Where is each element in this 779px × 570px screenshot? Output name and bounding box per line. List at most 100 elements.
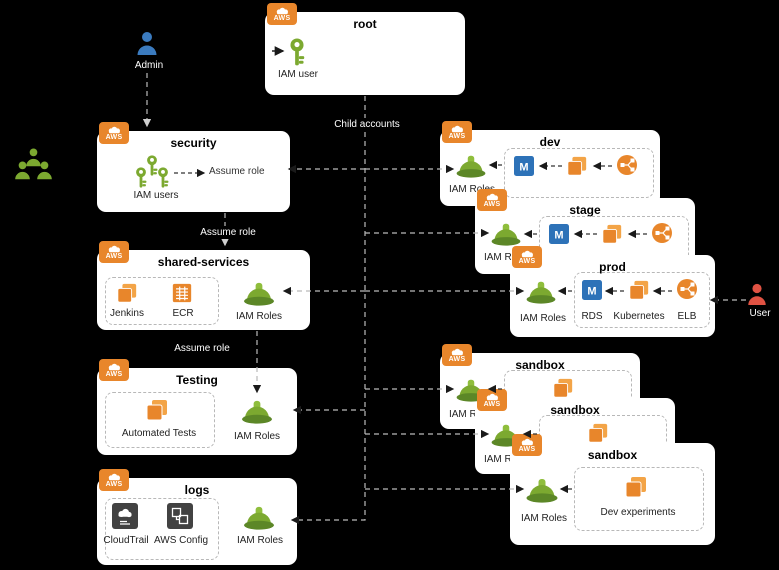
elb-icon <box>676 278 698 300</box>
aws-badge: AWS <box>99 469 129 491</box>
aws-cloud-icon <box>108 473 120 480</box>
aws-badge-label: AWS <box>105 252 123 260</box>
dev-experiments-icon <box>587 422 609 444</box>
ecr-icon <box>171 282 193 304</box>
rds-icon <box>549 224 569 244</box>
admin-user-icon <box>135 30 159 56</box>
aws-badge: AWS <box>99 241 129 263</box>
dev-experiments-icon <box>624 475 648 499</box>
iam-users-label: IAM users <box>133 190 179 201</box>
account-title-prod: prod <box>599 260 626 274</box>
aws-badge: AWS <box>99 359 129 381</box>
assume-role-label-1: Assume role <box>192 226 264 239</box>
services-group-box <box>574 272 710 328</box>
aws-badge-label: AWS <box>448 132 466 140</box>
iam-roles-label: IAM Roles <box>233 431 281 442</box>
iam-users-keys-icon <box>155 167 171 188</box>
services-group-box <box>504 148 654 198</box>
dev-experiments-icon <box>552 377 574 399</box>
services-group-box <box>105 498 219 560</box>
dev-experiments-label: Dev experiments <box>600 507 676 518</box>
account-title-sandbox-1: sandbox <box>515 358 565 372</box>
aws-badge: AWS <box>442 121 472 143</box>
rds-icon <box>582 280 602 300</box>
elb-icon <box>616 154 638 176</box>
aws-cloud-icon <box>486 193 498 200</box>
kubernetes-icon <box>628 279 650 301</box>
ecr-label: ECR <box>172 308 194 319</box>
iam-roles-helmet-icon <box>526 278 556 304</box>
iam-roles-helmet-icon <box>241 397 273 424</box>
iam-roles-label: IAM Roles <box>235 311 283 322</box>
elb-label: ELB <box>677 311 697 322</box>
aws-badge: AWS <box>477 189 507 211</box>
account-card-security: AWS security Assume role IAM users <box>97 122 290 212</box>
jenkins-label: Jenkins <box>110 308 144 319</box>
child-accounts-label: Child accounts <box>322 118 412 131</box>
aws-cloud-icon <box>451 348 463 355</box>
aws-config-label: AWS Config <box>153 535 209 546</box>
iam-roles-helmet-icon <box>526 475 558 503</box>
aws-badge-label: AWS <box>518 257 536 265</box>
account-card-prod: AWS prod IAM Roles RDS Kubernetes ELB <box>510 246 715 337</box>
iam-user-key-icon <box>286 38 308 66</box>
aws-badge-label: AWS <box>448 355 466 363</box>
account-title-dev: dev <box>539 135 561 149</box>
aws-cloud-icon <box>276 7 288 14</box>
iam-roles-label: IAM Roles <box>483 454 531 465</box>
aws-cloud-icon <box>108 363 120 370</box>
account-card-dev: AWS dev IAM Roles <box>440 121 660 206</box>
aws-badge-label: AWS <box>518 445 536 453</box>
assume-role-text: Assume role <box>209 166 265 177</box>
kubernetes-icon <box>566 155 588 177</box>
cloudtrail-icon <box>112 503 138 529</box>
iam-roles-helmet-icon <box>456 152 486 178</box>
aws-badge: AWS <box>267 3 297 25</box>
iam-roles-label: IAM Roles <box>519 313 567 324</box>
aws-badge-label: AWS <box>483 400 501 408</box>
iam-roles-helmet-icon <box>243 279 275 306</box>
person-icon <box>35 160 54 180</box>
iam-roles-label: IAM Roles <box>236 535 284 546</box>
admin-label: Admin <box>125 59 173 72</box>
user-group-icon <box>13 147 55 183</box>
iam-roles-label: IAM Roles <box>448 184 496 195</box>
cloudtrail-label: CloudTrail <box>103 535 149 546</box>
account-title-sandbox-3: sandbox <box>587 448 638 462</box>
iam-users-keys-icon <box>133 167 149 188</box>
account-card-shared-services: AWS shared-services Jenkins ECR IAM Role… <box>97 241 310 330</box>
aws-cloud-icon <box>108 126 120 133</box>
account-title-testing: Testing <box>176 373 218 387</box>
aws-cloud-icon <box>451 125 463 132</box>
account-title-stage: stage <box>569 203 601 217</box>
person-icon <box>13 160 32 180</box>
aws-badge: AWS <box>512 434 542 456</box>
account-title-security: security <box>170 136 217 150</box>
jenkins-icon <box>116 282 138 304</box>
aws-cloud-icon <box>108 245 120 252</box>
aws-badge: AWS <box>512 246 542 268</box>
iam-roles-label: IAM Roles <box>520 513 568 524</box>
end-user-icon <box>746 282 768 306</box>
account-title-shared-services: shared-services <box>157 255 250 269</box>
aws-badge: AWS <box>442 344 472 366</box>
account-card-testing: AWS Testing Automated Tests IAM Roles <box>97 359 297 455</box>
iam-user-label: IAM user <box>277 69 318 80</box>
aws-cloud-icon <box>521 250 533 257</box>
rds-icon <box>514 156 534 176</box>
aws-cloud-icon <box>521 438 533 445</box>
user-label: User <box>737 307 779 320</box>
aws-badge-label: AWS <box>105 370 123 378</box>
rds-label: RDS <box>581 311 603 322</box>
account-card-logs: AWS logs CloudTrail AWS Config IAM Roles <box>97 469 297 565</box>
iam-roles-label: IAM Roles <box>448 409 496 420</box>
account-card-sandbox-3: AWS sandbox IAM Roles Dev experiments <box>510 434 715 545</box>
account-title-logs: logs <box>184 483 210 497</box>
account-card-root: AWS root IAM user <box>265 3 465 95</box>
aws-badge: AWS <box>99 122 129 144</box>
aws-cloud-icon <box>486 393 498 400</box>
account-title-sandbox-2: sandbox <box>550 403 600 417</box>
aws-badge-label: AWS <box>105 133 123 141</box>
services-group-box <box>105 277 219 325</box>
